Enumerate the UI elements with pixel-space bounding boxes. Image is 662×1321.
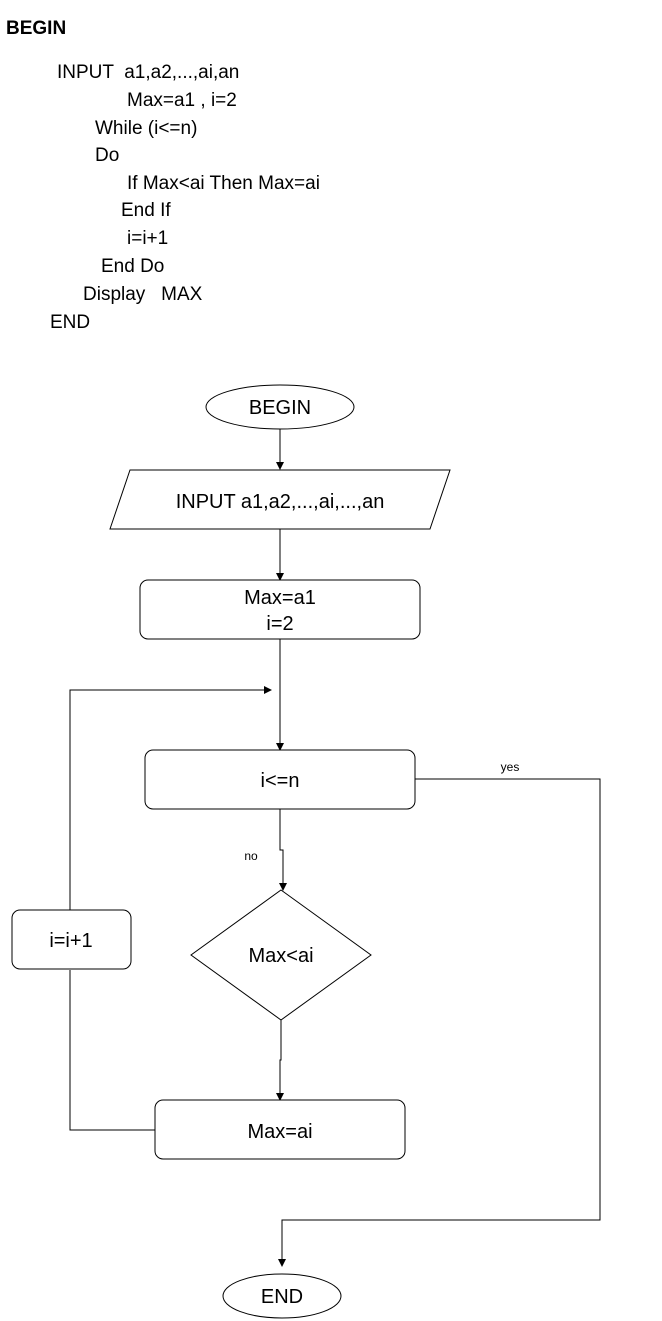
condition-label: i<=n [261,770,300,792]
pseudocode-line: INPUT a1,a2,...,ai,an [57,62,240,83]
pseudocode-line: While (i<=n) [95,118,198,139]
connector-no-to-decision [279,809,287,891]
pseudocode-line: If Max<ai Then Max=ai [127,173,320,194]
yes-label: yes [501,760,520,774]
increment-box [11,909,132,970]
input-label: INPUT a1,a2,...,ai,...,an [176,491,385,513]
pseudocode-line: End If [121,200,171,221]
no-label: no [244,849,258,863]
pseudocode-block: BEGIN INPUT a1,a2,...,ai,an Max=a1 , i=2… [0,0,662,340]
pseudocode-line: Display MAX [83,284,203,305]
pseudocode-line: Max=a1 , i=2 [127,90,237,111]
init-label-line2: i=2 [266,613,293,635]
pseudocode-line: End Do [101,256,165,277]
end-terminator [222,1273,342,1319]
assign-label: Max=ai [247,1121,312,1143]
connector-assign-increment [69,970,155,1131]
connector-yes-to-end [278,778,601,1267]
init-label-line1: Max=a1 [244,587,316,609]
end-label: END [261,1286,303,1308]
begin-label: BEGIN [249,397,311,419]
connector-increment-loop [69,686,272,910]
increment-label: i=i+1 [49,930,92,952]
decision-label: Max<ai [248,945,313,967]
pseudocode-line: Do [95,145,120,166]
pseudocode-line: i=i+1 [127,228,169,249]
pseudocode-line: END [50,312,91,333]
connector-decision-assign [276,1020,284,1101]
input-parallelogram [109,469,451,530]
pseudocode-begin: BEGIN [6,18,67,39]
